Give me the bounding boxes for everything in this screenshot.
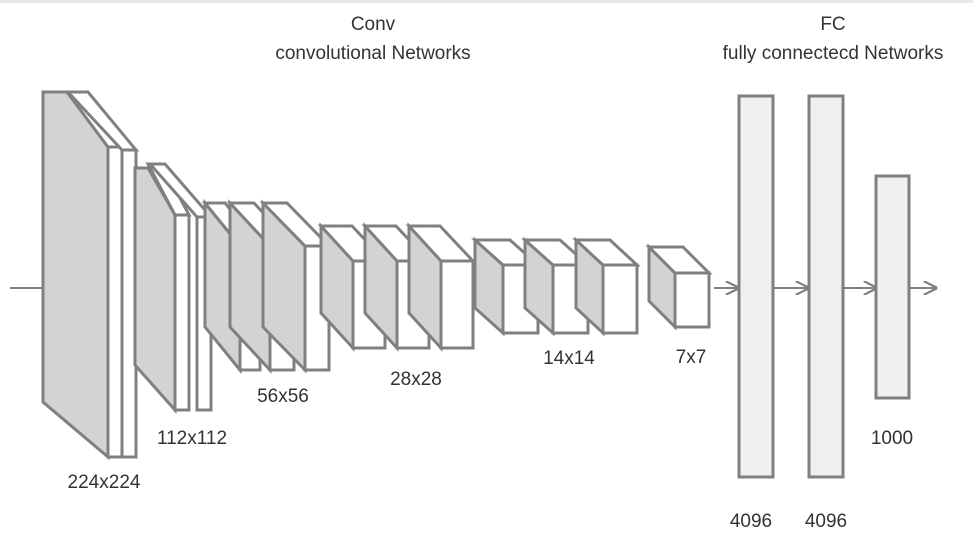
- conv-layer: [572, 236, 641, 337]
- conv-layer: [521, 236, 592, 337]
- conv-title: Conv: [351, 14, 396, 35]
- conv-group-224: 224x224: [41, 90, 141, 493]
- conv-layer: [41, 90, 129, 461]
- size-label-28: 28x28: [390, 369, 442, 390]
- fc-label-2: 4096: [805, 511, 847, 532]
- fc-label-3: 1000: [871, 428, 913, 449]
- conv-layer: [645, 243, 713, 331]
- conv-layer: [133, 162, 192, 414]
- conv-layer: [471, 236, 542, 337]
- fc-layer-1: 4096: [730, 94, 775, 532]
- fc-title: FC: [820, 14, 845, 35]
- conv-group-7: 7x7: [645, 243, 713, 368]
- size-label-224: 224x224: [68, 472, 141, 493]
- conv-layer: [64, 90, 140, 459]
- conv-group-56: 56x56: [201, 198, 333, 407]
- size-label-7: 7x7: [676, 347, 707, 368]
- fc-label-1: 4096: [730, 511, 772, 532]
- conv-group-28: 28x28: [317, 222, 477, 390]
- fc-layer-2: 4096: [805, 94, 847, 532]
- conv-group-14: 14x14: [471, 236, 641, 369]
- conv-layer: [405, 222, 477, 352]
- fc-subtitle: fully connectecd Networks: [723, 43, 944, 64]
- top-rule: [0, 0, 973, 3]
- size-label-56: 56x56: [257, 386, 309, 407]
- size-label-112: 112x112: [157, 428, 227, 449]
- size-label-14: 14x14: [543, 348, 595, 369]
- conv-subtitle: convolutional Networks: [275, 43, 470, 64]
- fc-layer-3: 1000: [871, 174, 913, 449]
